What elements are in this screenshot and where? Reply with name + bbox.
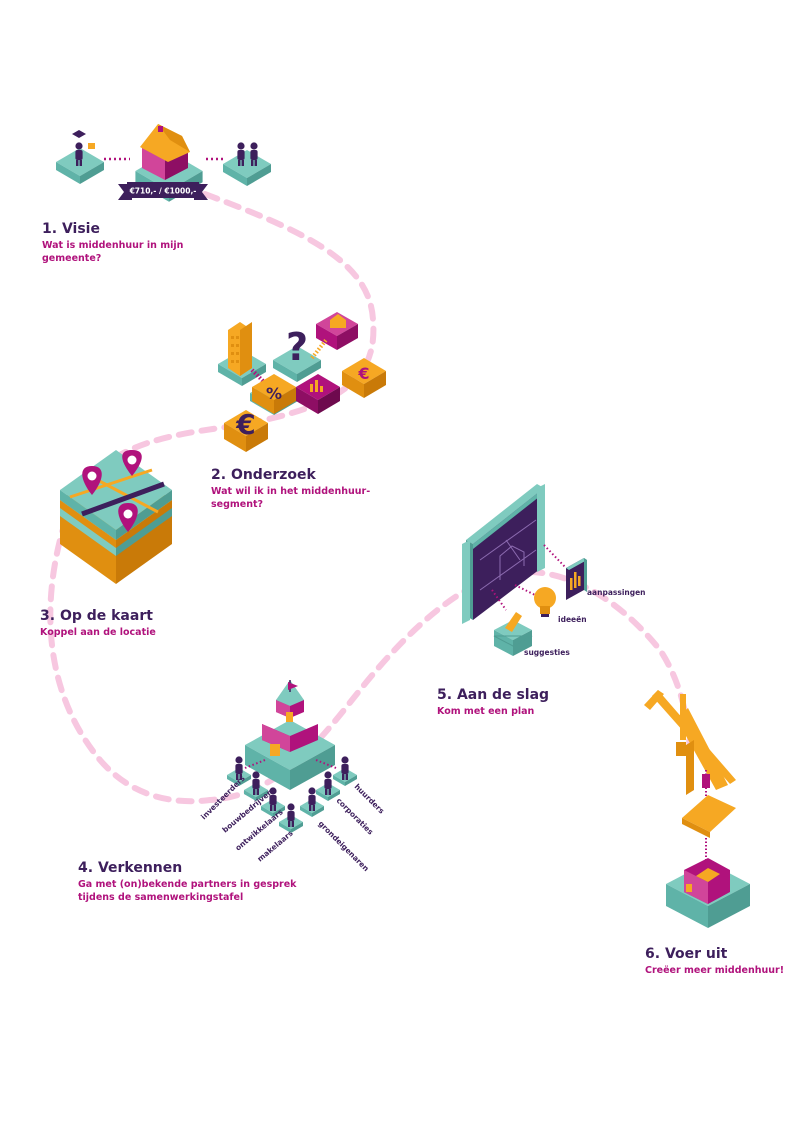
step-subtitle: Koppel aan de locatie bbox=[40, 627, 156, 638]
plan-item-label: aanpassingen bbox=[587, 588, 646, 597]
step-2-illustration: ? % € € bbox=[218, 312, 386, 452]
percent-tile: % bbox=[252, 374, 296, 414]
town-hall-icon bbox=[262, 680, 318, 756]
svg-text:€: € bbox=[357, 364, 369, 383]
blueprint-board-icon bbox=[462, 484, 567, 624]
price-range: €710,- / €1000,- bbox=[129, 187, 197, 196]
roof-piece bbox=[682, 795, 736, 838]
price-ribbon: €710,- / €1000,- bbox=[118, 182, 208, 200]
step-title: 3. Op de kaart bbox=[40, 608, 153, 624]
bar-chart-icon bbox=[566, 558, 587, 600]
step-5: 5. Aan de slag Kom met een plan bbox=[437, 686, 617, 719]
built-house bbox=[666, 858, 750, 928]
step-subtitle: Wat is middenhuur in mijn gemeente? bbox=[42, 240, 184, 264]
step-1: 1. Visie Wat is middenhuur in mijn gemee… bbox=[42, 220, 202, 265]
house-icon bbox=[140, 124, 190, 180]
step-title: 5. Aan de slag bbox=[437, 687, 550, 703]
step-subtitle: Creëer meer middenhuur! bbox=[645, 965, 785, 976]
euro-icon: € bbox=[342, 358, 386, 398]
step-6: 6. Voer uit Creëer meer middenhuur! bbox=[645, 945, 785, 978]
magenta-house-block bbox=[316, 312, 358, 350]
plan-item-label: ideeën bbox=[558, 615, 587, 624]
apartment-building-icon bbox=[228, 322, 252, 376]
step-title: 1. Visie bbox=[42, 221, 100, 237]
step-2: 2. Onderzoek Wat wil ik in het middenhuu… bbox=[211, 466, 376, 511]
step-title: 2. Onderzoek bbox=[211, 467, 316, 483]
lightbulb-icon bbox=[534, 587, 556, 617]
step-3: 3. Op de kaart Koppel aan de locatie bbox=[40, 607, 220, 640]
map-pin-icon bbox=[82, 450, 142, 532]
step-title: 6. Voer uit bbox=[645, 946, 728, 962]
step-title: 4. Verkennen bbox=[78, 860, 183, 876]
folder-icon bbox=[493, 612, 533, 656]
step-1-illustration: €710,- / €1000,- bbox=[56, 124, 271, 202]
svg-text:€: € bbox=[235, 408, 255, 441]
euro-large-icon: € bbox=[224, 408, 268, 452]
step-3-illustration bbox=[60, 450, 172, 584]
step-6-illustration bbox=[644, 690, 750, 928]
graduate-icon bbox=[72, 130, 95, 166]
step-5-illustration: aanpassingen ideeën suggesties bbox=[462, 484, 646, 657]
step-subtitle: Kom met een plan bbox=[437, 706, 535, 717]
percent-icon: % bbox=[266, 384, 282, 403]
plan-item-label: suggesties bbox=[524, 648, 570, 657]
step-4-illustration: investeerders bouwbedrijven ontwikkelaar… bbox=[199, 680, 386, 873]
step-subtitle: Ga met (on)bekende partners in gesprek t… bbox=[78, 879, 297, 903]
chart-icon bbox=[296, 374, 340, 414]
partner-label: huurders bbox=[353, 782, 387, 816]
question-icon: ? bbox=[286, 325, 308, 369]
step-4: 4. Verkennen Ga met (on)bekende partners… bbox=[78, 859, 318, 904]
crane-icon bbox=[644, 690, 736, 810]
step-subtitle: Wat wil ik in het middenhuur-segment? bbox=[211, 486, 371, 510]
